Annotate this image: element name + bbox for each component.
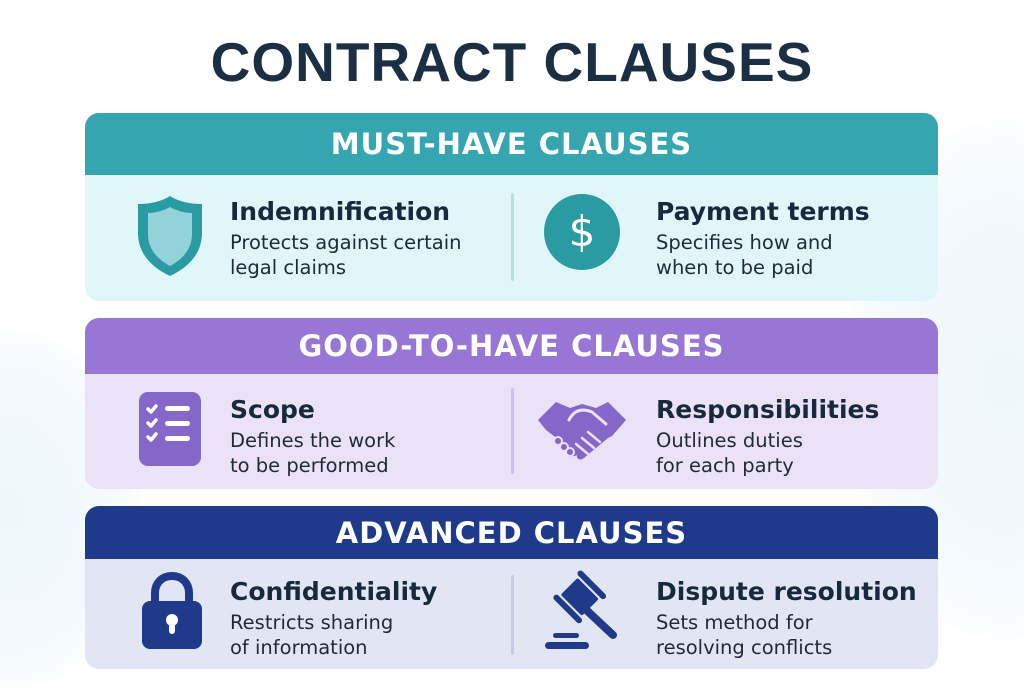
clause-description-line: Outlines duties — [656, 429, 803, 452]
clause-description-line: when to be paid — [656, 256, 814, 279]
clause-description-line: Restricts sharing — [230, 611, 394, 634]
clause-responsibilities: Responsibilities Outlines duties for eac… — [511, 374, 937, 489]
clause-indemnification: Indemnification Protects against certain… — [85, 175, 511, 301]
clause-description-line: Protects against certain — [230, 231, 462, 254]
section-advanced: ADVANCED CLAUSES Confidentiality Restric… — [85, 506, 938, 669]
clause-description: Specifies how and when to be paid — [656, 230, 870, 280]
clause-description: Outlines duties for each party — [656, 428, 879, 478]
clause-description: Defines the work to be performed — [230, 428, 395, 478]
clause-title: Responsibilities — [656, 395, 880, 424]
section-body-advanced: Confidentiality Restricts sharing of inf… — [85, 559, 938, 669]
column-divider — [511, 575, 514, 655]
section-body-good-to-have: Scope Defines the work to be performed R… — [85, 374, 938, 489]
section-header-advanced: ADVANCED CLAUSES — [85, 506, 938, 559]
clause-scope: Scope Defines the work to be performed — [85, 374, 511, 489]
clause-title: Scope — [230, 395, 315, 424]
section-header-must-have: MUST-HAVE CLAUSES — [85, 113, 938, 175]
lock-icon — [142, 571, 202, 649]
clause-description-line: resolving conflicts — [656, 636, 833, 659]
clause-description: Protects against certain legal claims — [230, 230, 461, 280]
clause-description-line: for each party — [656, 454, 794, 477]
column-divider — [511, 193, 514, 281]
section-good-to-have: GOOD-TO-HAVE CLAUSES Scope Defines the w… — [85, 318, 938, 489]
shield-icon — [138, 196, 202, 276]
clause-title: Confidentiality — [230, 577, 438, 606]
clause-title: Indemnification — [230, 197, 451, 226]
dollar-icon: $ — [544, 194, 620, 270]
clause-description: Sets method for resolving conflicts — [656, 610, 917, 660]
clause-dispute-resolution: Dispute resolution Sets method for resol… — [511, 559, 937, 669]
clause-description-line: to be performed — [230, 454, 389, 477]
gavel-icon — [545, 570, 617, 649]
clause-confidentiality: Confidentiality Restricts sharing of inf… — [85, 559, 511, 669]
page-title: CONTRACT CLAUSES — [210, 31, 814, 93]
clause-description-line: of information — [230, 636, 368, 659]
clause-description-line: Defines the work — [230, 429, 396, 452]
section-body-must-have: Indemnification Protects against certain… — [85, 175, 938, 301]
clause-description-line: Specifies how and — [656, 231, 833, 254]
svg-text:$: $ — [569, 207, 596, 256]
clause-description-line: legal claims — [230, 256, 347, 279]
section-header-good-to-have: GOOD-TO-HAVE CLAUSES — [85, 318, 938, 374]
column-divider — [511, 388, 514, 474]
clause-description-line: Sets method for — [656, 611, 813, 634]
clause-title: Dispute resolution — [656, 577, 917, 606]
clause-description: Restricts sharing of information — [230, 610, 437, 660]
section-must-have: MUST-HAVE CLAUSES Indemnification Protec… — [85, 113, 938, 301]
checklist-icon — [139, 392, 201, 466]
handshake-icon — [538, 402, 626, 460]
clause-payment-terms: $ Payment terms Specifies how and when t… — [511, 175, 937, 301]
clause-title: Payment terms — [656, 197, 870, 226]
